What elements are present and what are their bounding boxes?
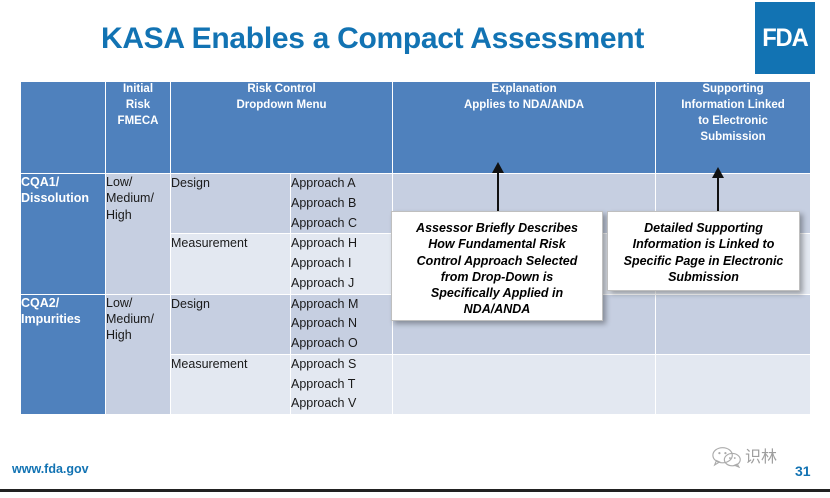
- cell-approaches-design-2: Approach M Approach N Approach O: [289, 293, 394, 355]
- approach-item: Approach J: [291, 275, 355, 290]
- approach-item: Approach C: [291, 215, 358, 230]
- cell-approaches-measurement-1: Approach H Approach I Approach J: [289, 233, 394, 295]
- cell-approaches-design-1: Approach A Approach B Approach C: [289, 172, 394, 235]
- watermark: 识林: [712, 446, 777, 468]
- risk-line: Medium/: [106, 311, 154, 326]
- callout-explanation: Assessor Briefly Describes How Fundament…: [391, 211, 603, 321]
- callout-line: Control Approach Selected: [416, 253, 578, 268]
- cell-cqa-1: CQA1/ Dissolution: [20, 173, 106, 295]
- header-line: Explanation: [491, 83, 557, 95]
- cell-risk-type-measurement-2: Measurement: [170, 353, 291, 416]
- page-title: KASA Enables a Compact Assessment: [100, 22, 645, 55]
- header-line: Information Linked: [681, 98, 785, 111]
- column-header-initial-risk: Initial Risk FMECA: [105, 81, 171, 174]
- header-line: to Electronic: [698, 114, 768, 127]
- risk-line: High: [106, 207, 132, 222]
- callout-line: Specific Page in Electronic: [623, 253, 784, 268]
- cqa-line: CQA2/: [21, 295, 60, 310]
- approach-item: Approach T: [291, 376, 356, 391]
- risk-line: Medium/: [106, 191, 154, 206]
- footer-url[interactable]: www.fda.gov: [12, 462, 89, 476]
- cell-initial-risk-2: Low/ Medium/ High: [105, 293, 171, 415]
- header-line: Submission: [700, 130, 766, 143]
- approach-item: Approach B: [291, 195, 357, 210]
- cell-cqa-2: CQA2/ Impurities: [20, 293, 106, 415]
- header-line: Supporting: [702, 83, 764, 95]
- cqa-line: Impurities: [21, 311, 81, 326]
- approach-item: Approach M: [291, 296, 359, 311]
- fda-logo: FDA: [755, 2, 815, 74]
- callout-line: Detailed Supporting: [644, 221, 763, 235]
- cqa-line: Dissolution: [21, 191, 90, 206]
- callout-line: NDA/ANDA: [463, 302, 531, 317]
- cell-supporting-measurement-2: [655, 353, 812, 416]
- arrow-shaft: [717, 175, 719, 214]
- approach-item: Approach O: [291, 336, 358, 350]
- page-number: 31: [795, 463, 811, 479]
- cqa-line: CQA1/: [21, 175, 60, 189]
- cell-supporting-design-2: [655, 293, 812, 355]
- watermark-text: 识林: [745, 447, 778, 466]
- risk-line: Low/: [106, 175, 133, 189]
- cell-approaches-measurement-2: Approach S Approach T Approach V: [289, 353, 394, 416]
- callout-line: How Fundamental Risk: [428, 237, 566, 252]
- risk-line: High: [106, 328, 132, 342]
- header-line: Dropdown Menu: [236, 98, 327, 111]
- header-line: Risk Control: [247, 83, 316, 95]
- approach-item: Approach H: [291, 236, 358, 251]
- wechat-icon: [712, 447, 741, 468]
- cell-explanation-measurement-2: [392, 353, 657, 416]
- table-row: Measurement Approach S Approach T Approa…: [21, 353, 812, 416]
- callout-line: Specifically Applied in: [430, 286, 564, 300]
- column-header-supporting-information: Supporting Information Linked to Electro…: [655, 81, 812, 174]
- approach-item: Approach V: [291, 396, 357, 411]
- callout-line: from Drop-Down is: [440, 269, 554, 284]
- callout-line: Information is Linked to: [632, 237, 775, 252]
- header-line: Initial: [122, 83, 154, 95]
- fda-logo-text: FDA: [762, 23, 809, 52]
- approach-item: Approach I: [291, 256, 352, 270]
- column-header-cqa: [20, 81, 106, 174]
- arrow-up-icon-supporting: [712, 167, 725, 214]
- header-line: Risk: [125, 98, 151, 111]
- cell-risk-type-design-1: Design: [170, 172, 291, 235]
- cell-initial-risk-1: Low/ Medium/ High: [105, 173, 171, 295]
- footer-divider: [0, 489, 830, 492]
- callout-supporting-information: Detailed Supporting Information is Linke…: [607, 211, 800, 291]
- approach-item: Approach S: [291, 356, 357, 371]
- callout-line: Assessor Briefly Describes: [416, 221, 578, 235]
- cell-risk-type-design-2: Design: [170, 293, 291, 355]
- column-header-explanation: Explanation Applies to NDA/ANDA: [392, 81, 657, 174]
- arrow-shaft: [497, 170, 499, 214]
- column-header-risk-control: Risk Control Dropdown Menu: [169, 81, 394, 174]
- callout-line: Submission: [668, 269, 739, 284]
- approach-item: Approach N: [291, 316, 358, 331]
- arrow-up-icon-explanation: [492, 162, 505, 214]
- header-line: FMECA: [117, 114, 159, 127]
- table-header-row: Initial Risk FMECA Risk Control Dropdown…: [20, 81, 812, 174]
- approach-item: Approach A: [291, 176, 356, 190]
- risk-line: Low/: [106, 295, 133, 310]
- arrow-head: [492, 162, 504, 173]
- arrow-head: [712, 167, 724, 178]
- cell-risk-type-measurement-1: Measurement: [170, 233, 291, 295]
- header-line: Applies to NDA/ANDA: [463, 98, 585, 111]
